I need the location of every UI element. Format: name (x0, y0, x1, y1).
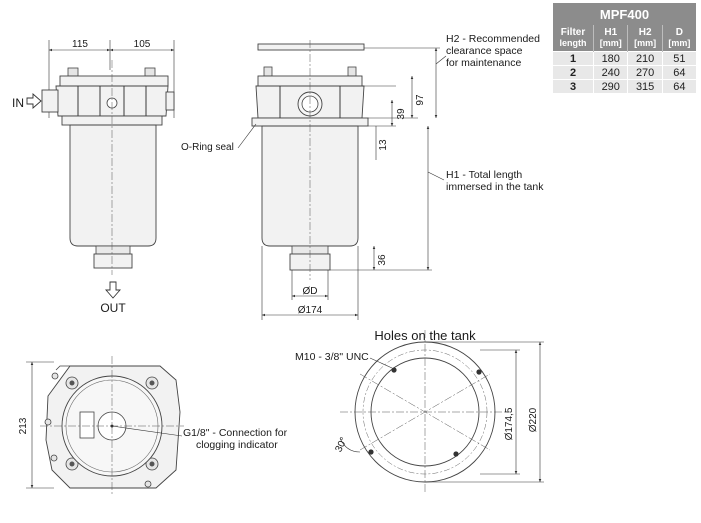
g18-label-line1: G1/8" - Connection for (183, 427, 288, 439)
h1-label-line1: H1 - Total length (446, 169, 522, 181)
dim-d: ØD (303, 286, 318, 297)
thread-label: M10 - 3/8" UNC (295, 351, 369, 363)
height-annotations: H2 - Recommended clearance space for mai… (427, 33, 544, 193)
g18-label-line2: clogging indicator (196, 439, 278, 451)
header-h2: H2[mm] (627, 25, 663, 52)
dim-174-5: Ø174,5 (504, 407, 515, 440)
dim-213: 213 (18, 417, 29, 434)
side-view: O-Ring seal 97 39 13 36 ØD Ø174 (181, 40, 440, 320)
table-cell: 2 (553, 65, 594, 80)
front-view: 115 105 IN OUT (12, 39, 175, 315)
table-cell: 210 (627, 51, 663, 66)
table-cell: 64 (661, 79, 696, 93)
outlet-arrow-icon (105, 281, 121, 299)
dim-36: 36 (377, 254, 388, 266)
dim-13: 13 (378, 139, 389, 151)
table-cell: 270 (627, 65, 663, 80)
dim-97: 97 (415, 94, 426, 106)
table-cell: 290 (593, 79, 628, 93)
top-view: 213 G1/8" - Connection for clogging indi… (18, 356, 288, 494)
table-title: MPF400 (553, 2, 696, 25)
table-cell: 180 (593, 51, 628, 66)
table-cell: 51 (661, 51, 696, 66)
dim-220: Ø220 (528, 407, 539, 432)
dim-115: 115 (72, 39, 88, 50)
oring-label: O-Ring seal (181, 142, 234, 153)
dim-39: 39 (396, 108, 407, 120)
h1-label-line2: immersed in the tank (446, 181, 544, 193)
outlet-label: OUT (100, 301, 126, 315)
table-cell: 3 (553, 79, 594, 93)
inlet-label: IN (12, 96, 24, 110)
h2-label-line2: clearance space (446, 45, 523, 57)
table-row: 3 290 315 64 (553, 79, 696, 93)
table-row: 1 180 210 51 (553, 51, 696, 66)
table-cell: 1 (553, 51, 594, 66)
h2-label-line1: H2 - Recommended (446, 33, 540, 45)
table-row: 2 240 270 64 (553, 65, 696, 80)
angle-label: 30° (333, 436, 350, 454)
header-d: D[mm] (661, 25, 696, 52)
table-cell: 64 (661, 65, 696, 80)
table-cell: 240 (593, 65, 628, 80)
dim-174: Ø174 (298, 305, 323, 316)
header-h1: H1[mm] (593, 25, 628, 52)
h2-label-line3: for maintenance (446, 57, 521, 69)
holes-view: Holes on the tank M10 - 3/8" UNC 30° Ø17… (295, 328, 544, 494)
table-cell: 315 (627, 79, 663, 93)
dim-105: 105 (134, 39, 151, 50)
inlet-arrow-icon (26, 93, 42, 109)
